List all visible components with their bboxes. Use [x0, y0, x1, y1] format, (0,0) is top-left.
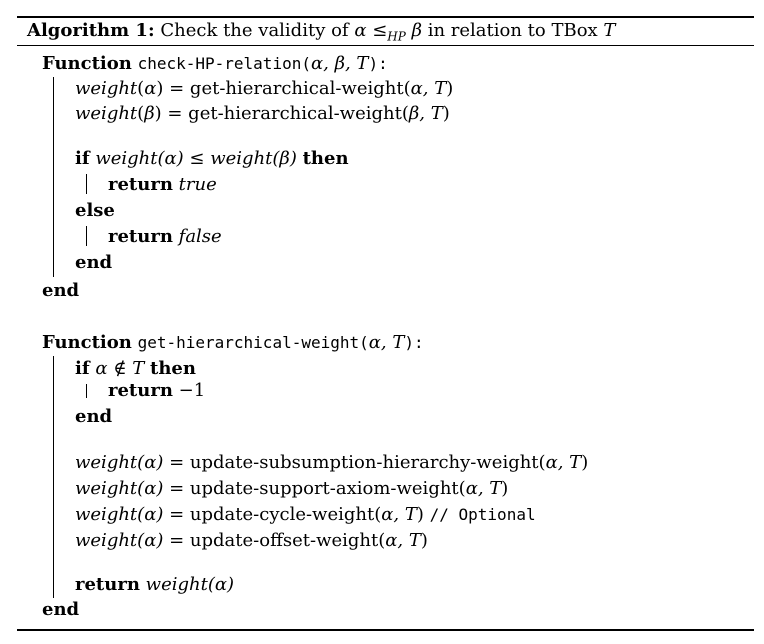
- f2-return: return weight(α): [75, 574, 235, 595]
- caption-leq: ≤: [372, 20, 388, 41]
- f1-if: if weight(α) ≤ weight(β) then: [75, 148, 349, 169]
- caption-sub: HP: [387, 29, 406, 44]
- caption-text-post: in relation to TBox: [421, 20, 604, 41]
- f1-else: else: [75, 200, 115, 221]
- caption-beta: β: [411, 20, 422, 41]
- f1-end: end: [42, 280, 80, 301]
- f2-end: end: [42, 599, 80, 620]
- f1-else-bar: [86, 226, 87, 246]
- function-1-close: ):: [368, 54, 388, 73]
- caption-text-pre: Check the validity of: [160, 20, 355, 41]
- f1-line-2: weight(β) = get-hierarchical-weight(β, T…: [75, 103, 450, 124]
- function-2-args: α, T: [368, 332, 405, 353]
- kw-function: Function: [42, 53, 132, 74]
- f2-inner-end: end: [75, 406, 113, 427]
- f2-update-3: weight(α) = update-cycle-weight(α, T) //…: [75, 504, 536, 525]
- optional-comment: // Optional: [429, 505, 536, 524]
- f1-line-1: weight(α) = get-hierarchical-weight(α, T…: [75, 78, 454, 99]
- function-1-header: Function check-HP-relation(α, β, T):: [42, 52, 388, 76]
- function-2-close: ):: [404, 333, 424, 352]
- f2-update-1: weight(α) = update-subsumption-hierarchy…: [75, 452, 589, 473]
- bottom-rule: [17, 629, 754, 631]
- f1-then-bar: [86, 174, 87, 194]
- f2-update-4: weight(α) = update-offset-weight(α, T): [75, 530, 428, 551]
- function-1-name: check-HP-relation(: [137, 54, 311, 73]
- f2-then-bar: [86, 384, 87, 398]
- function-1-block-bar: [53, 77, 54, 277]
- caption-label: Algorithm 1:: [27, 20, 155, 41]
- f1-return-true: return true: [108, 174, 217, 195]
- caption-alpha: α: [354, 20, 367, 41]
- f2-update-2: weight(α) = update-support-axiom-weight(…: [75, 478, 509, 499]
- caption-rule: [17, 45, 754, 46]
- f2-return-neg: return −1: [108, 380, 206, 401]
- f1-return-false: return false: [108, 226, 222, 247]
- function-1-args: α, β, T: [310, 53, 369, 74]
- f2-if: if α ∉ T then: [75, 358, 196, 379]
- f1-inner-end: end: [75, 252, 113, 273]
- caption-T: T: [603, 20, 616, 41]
- function-2-header: Function get-hierarchical-weight(α, T):: [42, 332, 424, 353]
- function-2-block-bar: [53, 356, 54, 598]
- function-2-name: get-hierarchical-weight(: [137, 333, 369, 352]
- algorithm-caption: Algorithm 1: Check the validity of α ≤HP…: [27, 19, 615, 49]
- top-rule: [17, 16, 754, 18]
